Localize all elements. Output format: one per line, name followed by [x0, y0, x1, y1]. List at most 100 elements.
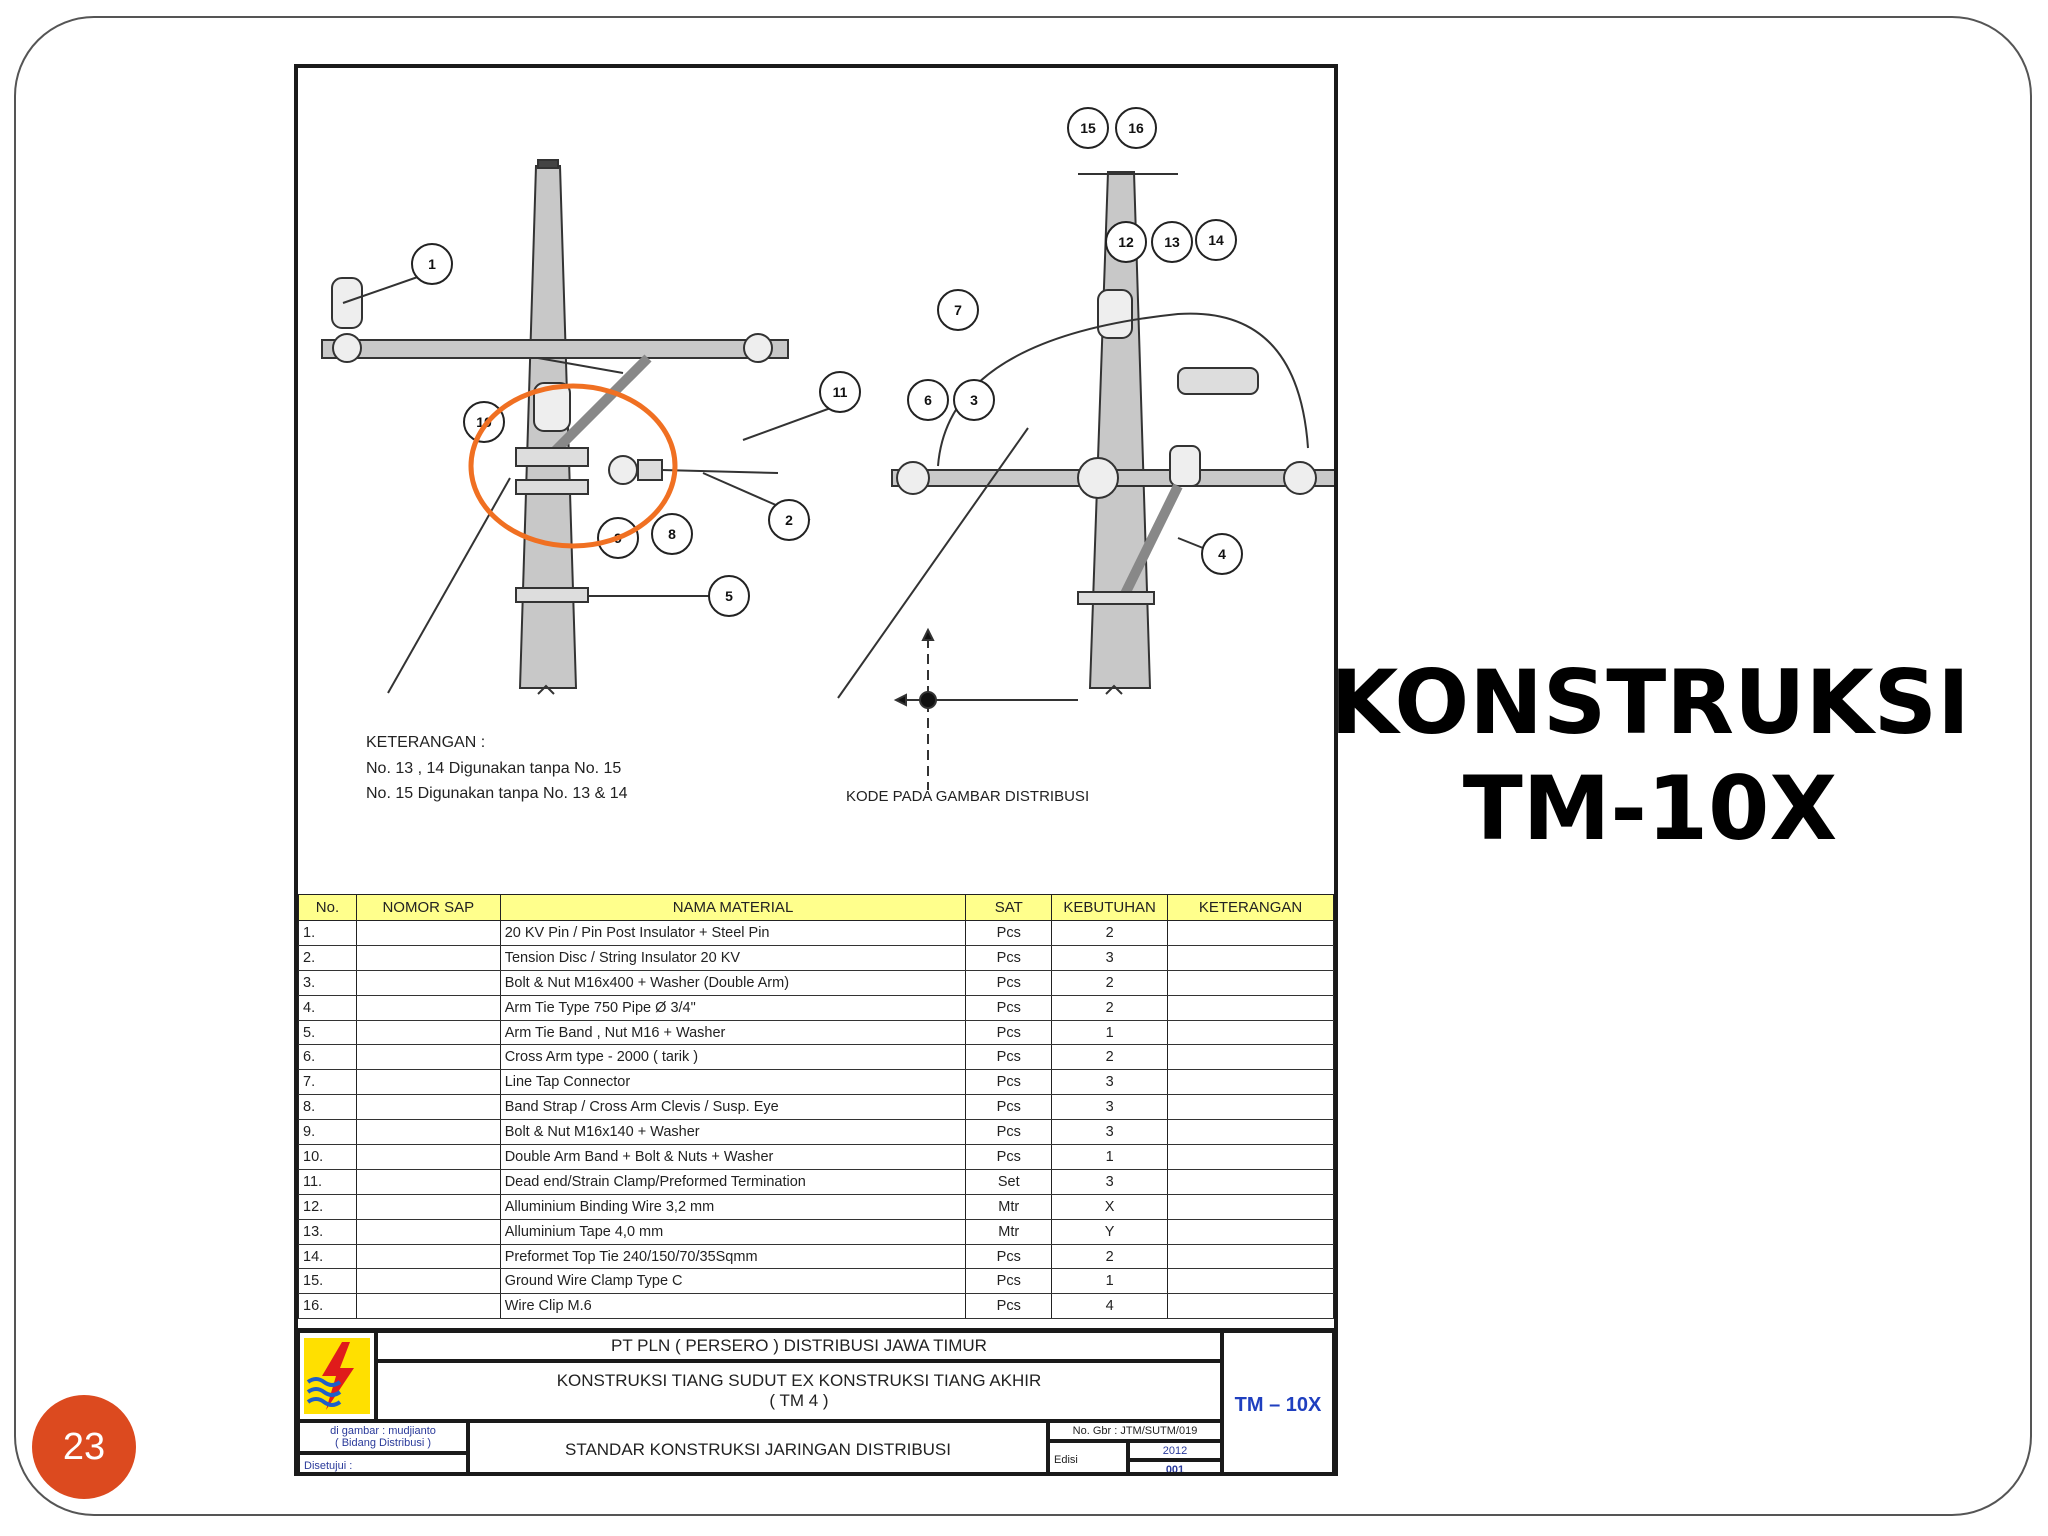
pln-logo [298, 1331, 376, 1421]
title-block: PT PLN ( PERSERO ) DISTRIBUSI JAWA TIMUR… [298, 1328, 1334, 1472]
cell-no: 9. [298, 1119, 357, 1146]
cell-no: 1. [298, 920, 357, 946]
cell-kebutuhan: 3 [1051, 1169, 1169, 1195]
drawn-by: di gambar : mudjianto ( Bidang Distribus… [298, 1421, 468, 1453]
callout-13: 13 [1164, 234, 1180, 250]
drawing-number: No. Gbr : JTM/SUTM/019 [1048, 1421, 1222, 1441]
notes-line-1: No. 13 , 14 Digunakan tanpa No. 15 [366, 760, 622, 777]
callout-12: 12 [1118, 234, 1134, 250]
cell-keterangan [1167, 970, 1334, 996]
cell-keterangan [1167, 995, 1334, 1021]
cell-keterangan [1167, 1119, 1334, 1146]
cell-no: 3. [298, 970, 357, 996]
cell-sap [355, 1268, 501, 1295]
pole-construction-drawing: 1 10 11 2 9 8 5 15 16 12 13 14 7 6 3 4 [321, 107, 1334, 790]
cell-kebutuhan: X [1051, 1194, 1169, 1220]
cell-sat: Pcs [965, 995, 1053, 1021]
cell-no: 6. [298, 1044, 357, 1071]
cell-sap [355, 945, 501, 971]
cell-keterangan [1167, 1293, 1334, 1320]
cell-keterangan [1167, 1194, 1334, 1220]
cell-sap [355, 1194, 501, 1220]
callout-14: 14 [1208, 232, 1224, 248]
pln-logo-icon [304, 1338, 370, 1414]
cell-kebutuhan: 2 [1051, 1244, 1169, 1270]
cell-sap [355, 1020, 501, 1046]
edition-label: Edisi [1048, 1441, 1128, 1472]
callout-8: 8 [668, 526, 676, 542]
cell-sap [355, 920, 501, 946]
callout-11: 11 [833, 384, 848, 400]
slide-frame [14, 16, 2032, 1516]
cell-kebutuhan: 1 [1051, 1020, 1169, 1046]
table-header-row: No. NOMOR SAP NAMA MATERIAL SAT KEBUTUHA… [298, 894, 1334, 921]
cell-kebutuhan: 1 [1051, 1144, 1169, 1170]
header-keterangan: KETERANGAN [1167, 894, 1334, 921]
cell-keterangan [1167, 1144, 1334, 1170]
cell-no: 7. [298, 1069, 357, 1096]
callout-6: 6 [924, 392, 932, 408]
callout-3: 3 [970, 392, 978, 408]
construction-title-line-1: KONSTRUKSI TIANG SUDUT EX KONSTRUKSI TIA… [556, 1371, 1042, 1390]
construction-drawing-sheet: 1 10 11 2 9 8 5 15 16 12 13 14 7 6 3 4 K… [294, 64, 1338, 1476]
cell-sap [355, 1293, 501, 1320]
table-row: 1.20 KV Pin / Pin Post Insulator + Steel… [298, 920, 1334, 946]
cell-kebutuhan: 1 [1051, 1268, 1169, 1295]
cell-nama: Dead end/Strain Clamp/Preformed Terminat… [499, 1169, 967, 1195]
cell-kebutuhan: 2 [1051, 920, 1169, 946]
cell-sat: Pcs [965, 1020, 1053, 1046]
callout-15: 15 [1080, 120, 1096, 136]
cell-nama: Double Arm Band + Bolt & Nuts + Washer [499, 1144, 967, 1170]
cell-sap [355, 1094, 501, 1121]
cell-keterangan [1167, 1244, 1334, 1270]
cell-nama: Ground Wire Clamp Type C [499, 1268, 967, 1295]
cell-kebutuhan: 2 [1051, 995, 1169, 1021]
highlight-circle [468, 383, 678, 549]
construction-title: KONSTRUKSI TIANG SUDUT EX KONSTRUKSI TIA… [376, 1361, 1222, 1421]
notes-line-2: No. 15 Digunakan tanpa No. 13 & 14 [366, 785, 628, 802]
cell-keterangan [1167, 1020, 1334, 1046]
cell-sap [355, 1144, 501, 1170]
cell-sat: Mtr [965, 1194, 1053, 1220]
notes-heading: KETERANGAN : [366, 734, 486, 751]
table-row: 3.Bolt & Nut M16x400 + Washer (Double Ar… [298, 970, 1334, 996]
callout-1: 1 [428, 256, 436, 272]
cell-sat: Set [965, 1169, 1053, 1195]
cell-kebutuhan: 3 [1051, 945, 1169, 971]
cell-kebutuhan: 2 [1051, 1044, 1169, 1071]
cell-nama: Cross Arm type - 2000 ( tarik ) [499, 1044, 967, 1071]
cell-no: 16. [298, 1293, 357, 1320]
cell-sap [355, 995, 501, 1021]
cell-sap [355, 1244, 501, 1270]
cell-kebutuhan: 2 [1051, 970, 1169, 996]
company-name: PT PLN ( PERSERO ) DISTRIBUSI JAWA TIMUR [376, 1331, 1222, 1361]
cell-nama: Tension Disc / String Insulator 20 KV [499, 945, 967, 971]
header-kebutuhan: KEBUTUHAN [1051, 894, 1169, 921]
cell-sat: Pcs [965, 970, 1053, 996]
cell-sat: Pcs [965, 1119, 1053, 1146]
page-number-badge: 23 [32, 1395, 136, 1499]
edition-number: 001 [1128, 1460, 1222, 1472]
drawn-by-line-2: ( Bidang Distribusi ) [335, 1437, 431, 1449]
cell-sat: Pcs [965, 1069, 1053, 1096]
callout-16: 16 [1128, 120, 1144, 136]
table-row: 10.Double Arm Band + Bolt & Nuts + Washe… [298, 1144, 1334, 1170]
edition-year: 2012 [1128, 1441, 1222, 1460]
cell-no: 5. [298, 1020, 357, 1046]
cell-kebutuhan: 3 [1051, 1094, 1169, 1121]
pin-insulator-left [331, 277, 363, 329]
cell-nama: Alluminium Tape 4,0 mm [499, 1219, 967, 1245]
cell-nama: Arm Tie Type 750 Pipe Ø 3/4" [499, 995, 967, 1021]
cell-kebutuhan: 4 [1051, 1293, 1169, 1320]
cell-nama: Band Strap / Cross Arm Clevis / Susp. Ey… [499, 1094, 967, 1121]
callout-4: 4 [1218, 546, 1226, 562]
